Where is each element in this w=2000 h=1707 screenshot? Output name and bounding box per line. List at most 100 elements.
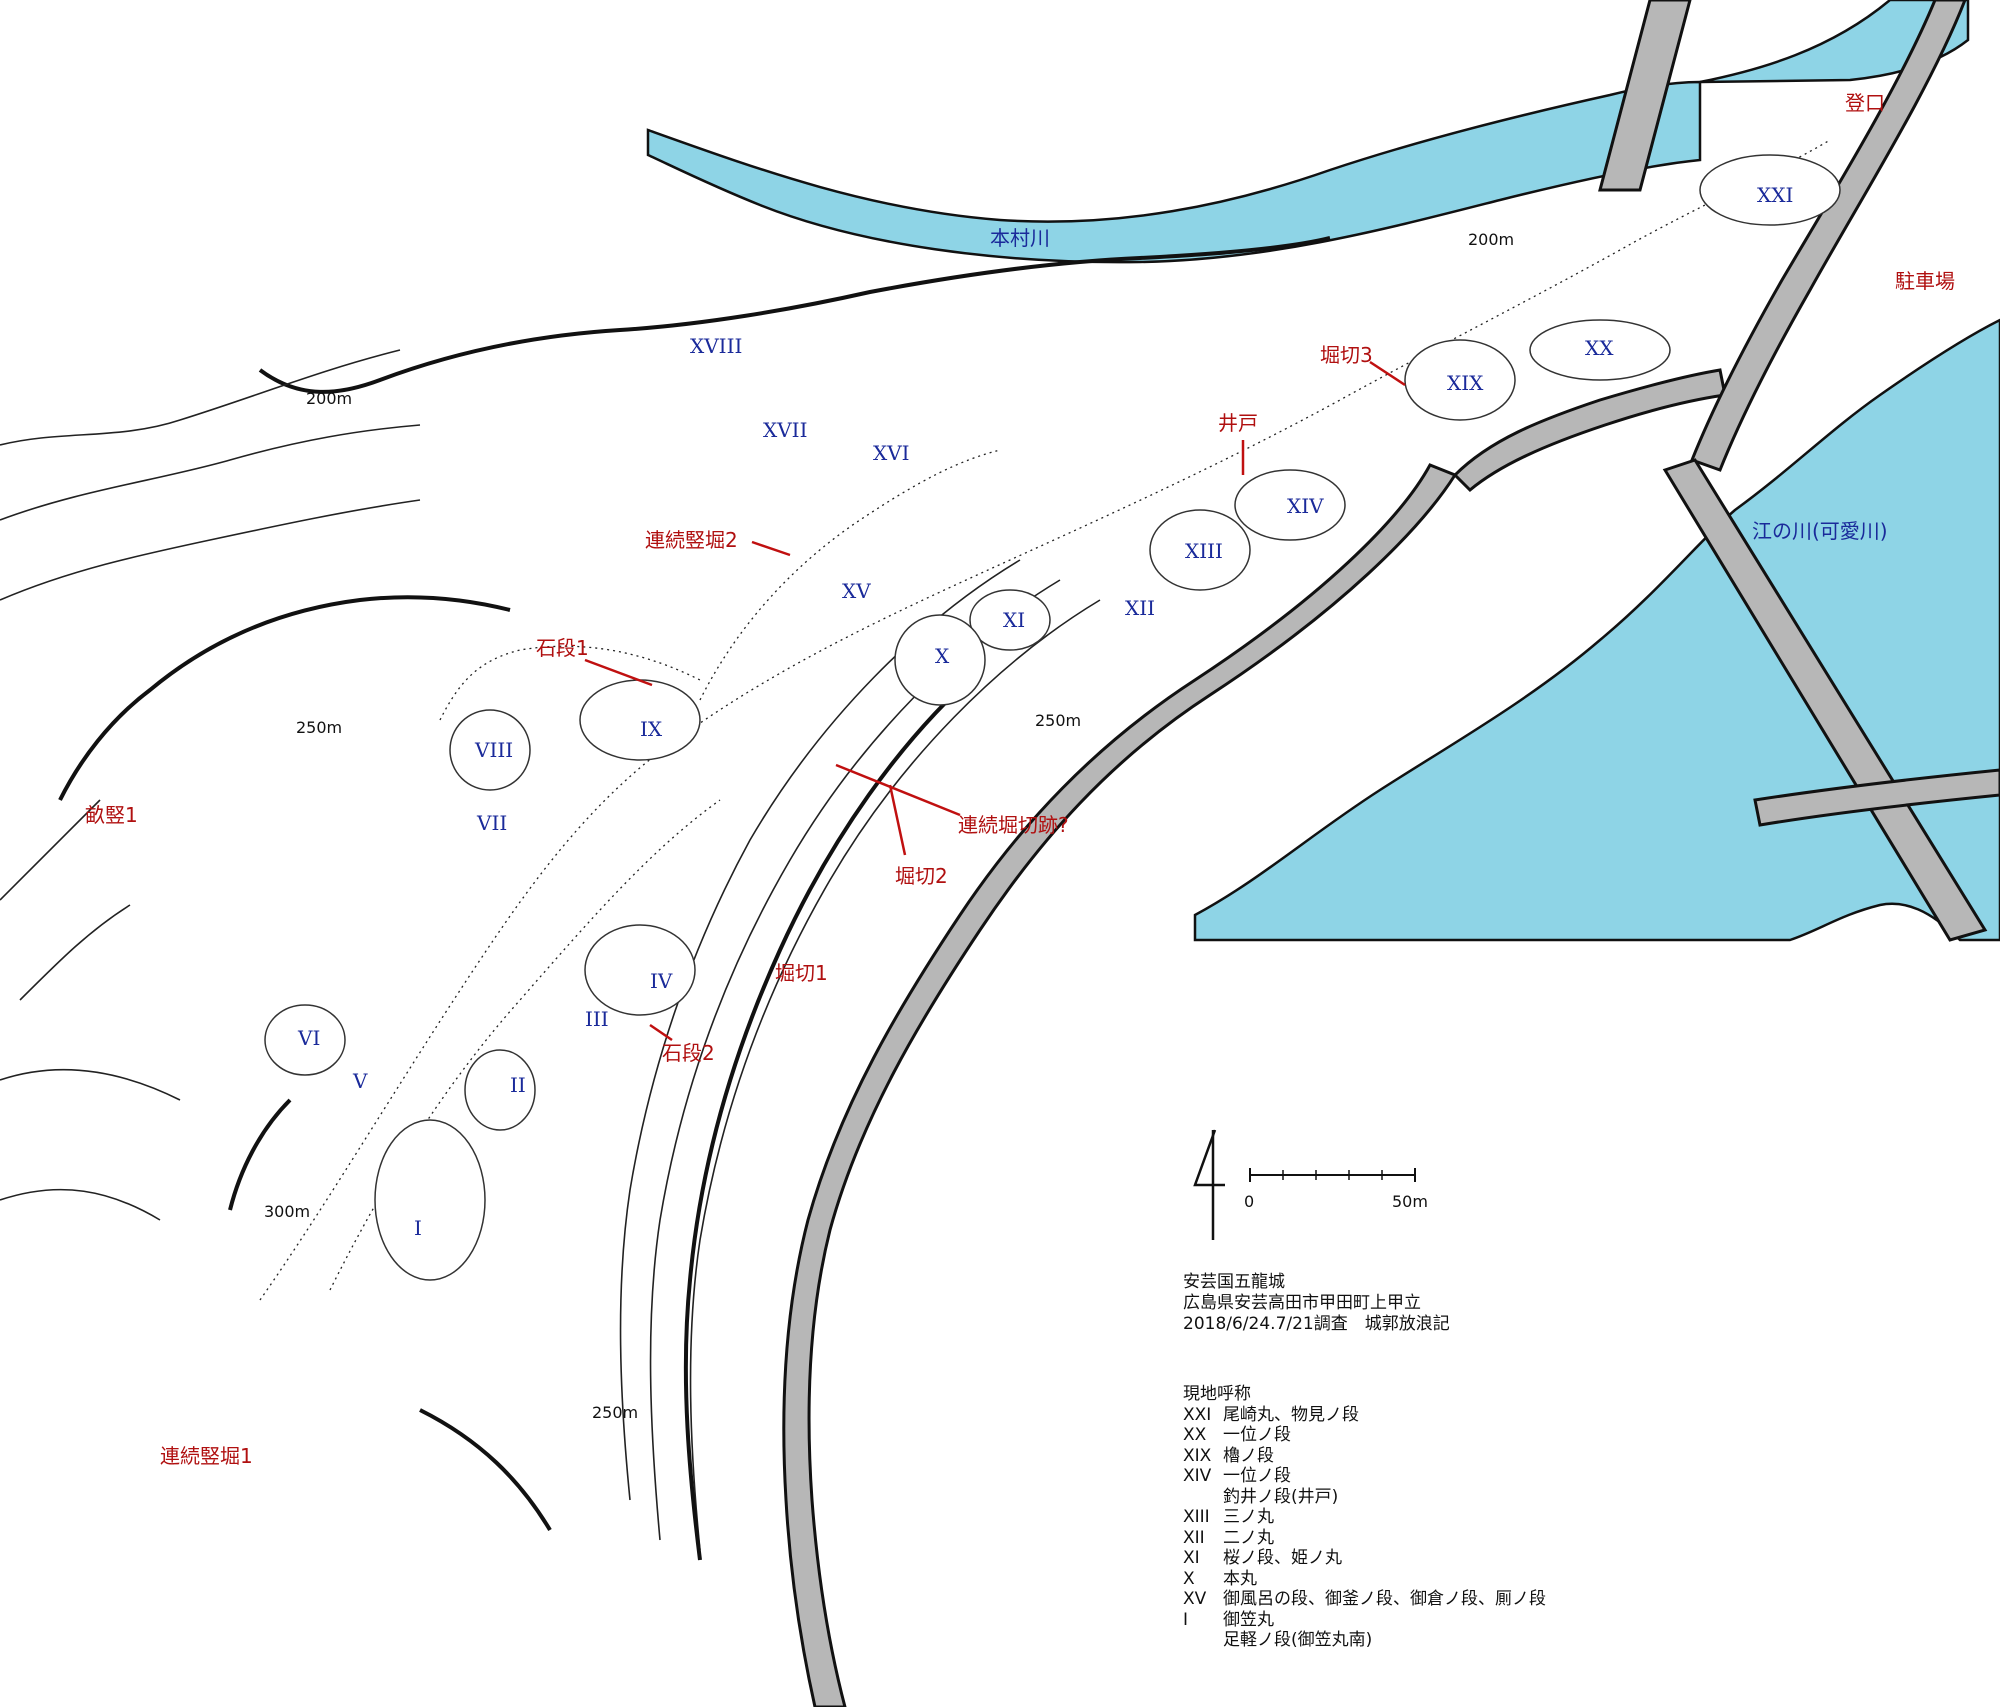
scale-bar [1249,1168,1416,1182]
platform-x [894,614,986,706]
label-noboriguchi: 登口 [1845,91,1885,115]
label-xv: XV [842,579,871,603]
legend-name: 御笠丸 [1223,1609,1274,1630]
contour-label-200-a: 200m [1468,230,1514,249]
legend-num: XV [1183,1589,1207,1609]
legend-num [1183,1630,1223,1651]
legend-title: 現地呼称 [1183,1384,1251,1404]
legend-name: 一位ノ段 [1223,1466,1291,1486]
legend-item: XIV 一位ノ段 [1183,1466,1823,1487]
contour-thin-7 [0,1188,161,1221]
label-xi: XI [1003,608,1025,632]
label-xvii: XVII [763,418,807,442]
legend-num: XI [1183,1548,1200,1568]
honmura-river-upper [1699,0,1970,84]
platform-iv [584,924,696,1016]
label-xii: XII [1125,596,1155,620]
platform-xx [1529,319,1671,381]
contour-south [419,1408,552,1532]
label-ishidan1: 石段1 [536,636,589,660]
legend-item: 足軽ノ段(御笠丸南) [1183,1630,1823,1651]
platform-xiv [1234,469,1346,541]
ridge-hachure [259,139,1831,1301]
platform-xi [969,589,1051,651]
legend-num: XIII [1183,1507,1210,1527]
label-parking: 駐車場 [1895,269,1955,293]
label-horikiri1: 堀切1 [775,961,828,985]
platform-i [374,1119,486,1281]
label-renzoku-tatebori1: 連続竪堀1 [160,1444,253,1468]
legend-item: XI 桜ノ段、姫ノ丸 [1183,1548,1823,1569]
label-i: I [414,1216,422,1240]
label-ix: IX [640,717,663,741]
info-survey-date: 2018/6/24.7/21調査 城郭放浪記 [1183,1314,1450,1334]
legend-num: XIV [1183,1466,1212,1486]
label-xx: XX [1585,336,1614,360]
legend-name: 三ノ丸 [1223,1507,1274,1527]
leader-ishidan2 [649,1023,673,1042]
label-ii: II [510,1073,526,1097]
leader-ishidan1 [584,658,653,687]
contour-label-200-b: 200m [306,389,352,408]
contour-250-east [683,668,982,1561]
platform-xiii [1149,509,1251,591]
legend-num: X [1183,1568,1195,1589]
label-honmura-river: 本村川 [990,226,1050,250]
label-ido: 井戸 [1218,411,1258,435]
leader-horikiri2 [888,784,907,856]
label-vii: VII [476,811,507,835]
label-enokawa-river: 江の川(可愛川) [1752,519,1888,543]
contour-thin-3 [0,499,421,601]
north-road [1598,0,1692,192]
legend-num: XII [1183,1527,1205,1548]
platform-ii [464,1049,536,1131]
platform-viii [449,709,531,791]
legend-name: 櫓ノ段 [1223,1445,1274,1466]
platform-vi [264,1004,346,1076]
label-viii: VIII [474,738,513,762]
legend-name: 一位ノ段 [1223,1425,1291,1445]
info-location: 広島県安芸高田市甲田町上甲立 [1183,1293,1421,1313]
platform-xix [1404,339,1516,421]
enokawa-river [1193,318,2000,942]
label-xix: XIX [1447,371,1484,395]
legend-num: XXI [1183,1404,1212,1425]
scale-end: 50m [1392,1192,1428,1211]
contour-label-300: 300m [264,1202,310,1221]
contour-label-250-b: 250m [1035,711,1081,730]
info-castle-name: 安芸国五龍城 [1183,1272,1285,1292]
label-xiv: XIV [1287,494,1324,518]
contour-thin-5 [19,904,131,1001]
label-renzoku-horikiri: 連続堀切跡? [958,813,1069,837]
contour-label-250-c: 250m [592,1403,638,1422]
label-vi: VI [297,1026,320,1050]
label-renzoku-tatebori2: 連続竪堀2 [645,528,738,552]
contour-label-250-a: 250m [296,718,342,737]
legend-name: 尾崎丸、物見ノ段 [1223,1404,1359,1425]
contour-east-1 [689,599,1101,1551]
label-xvi: XVI [873,441,910,465]
contour-thin-4 [0,799,101,901]
leader-renzoku-tatebori2 [751,540,791,557]
label-unetate1: 畝竪1 [85,803,138,827]
label-iv: IV [650,969,673,993]
legend-num [1183,1487,1223,1508]
leader-renzoku-horikiri [835,763,961,817]
contour-thin-6 [0,1068,181,1101]
side-road [1753,768,2000,827]
map-info: 安芸国五龍城 広島県安芸高田市甲田町上甲立 2018/6/24.7/21調査 城… [1183,1272,1783,1335]
contour-250-west [58,595,511,801]
legend-item: XIII 三ノ丸 [1183,1507,1823,1528]
legend-name: 二ノ丸 [1223,1527,1274,1548]
scale-zero: 0 [1244,1192,1254,1211]
legend-name: 桜ノ段、姫ノ丸 [1223,1548,1342,1568]
label-v: V [352,1069,368,1093]
contour-thin-1 [0,349,401,446]
legend-num: I [1183,1609,1189,1630]
